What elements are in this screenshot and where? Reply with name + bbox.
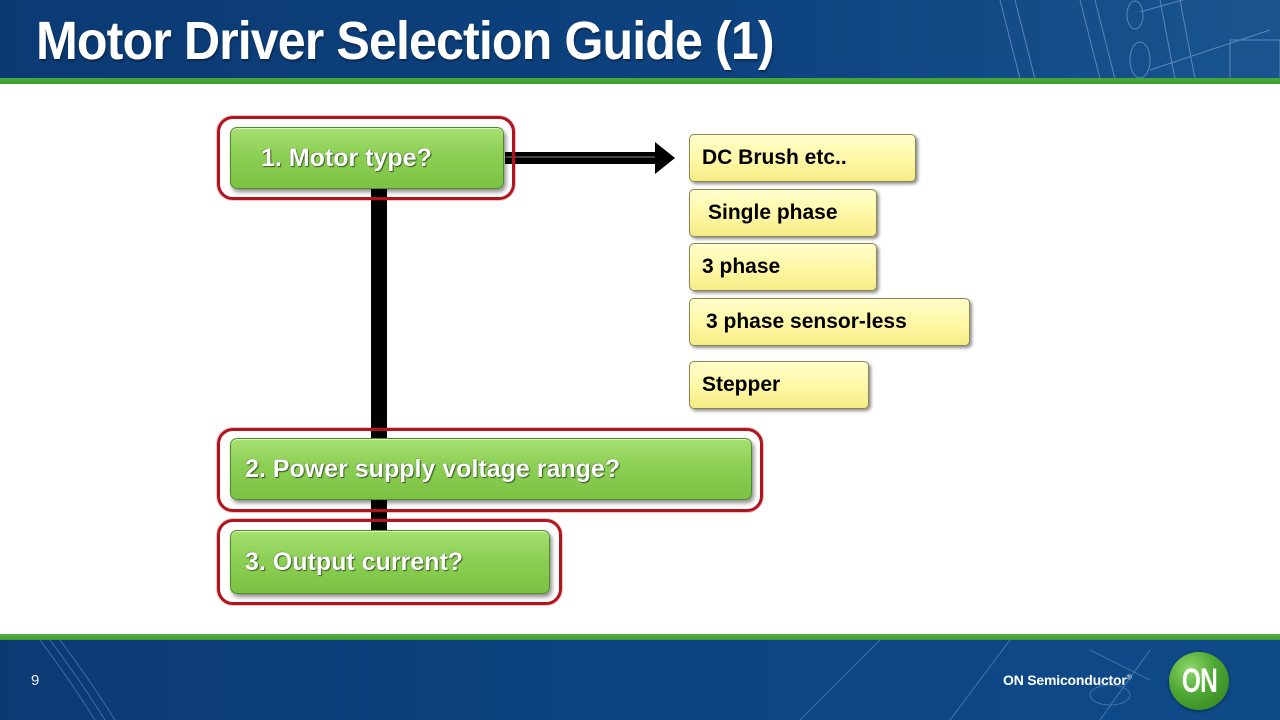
step-label: 2. Power supply voltage range?	[245, 454, 621, 483]
step-power-supply-voltage[interactable]: 2. Power supply voltage range?	[230, 438, 752, 500]
footer-divider	[0, 634, 1280, 640]
step-3-highlight	[217, 519, 562, 605]
logo-text: ON	[1181, 662, 1217, 700]
slide-header: Motor Driver Selection Guide (1)	[0, 0, 1280, 79]
option-stepper[interactable]: Stepper	[689, 361, 869, 409]
option-label: 3 phase	[702, 255, 781, 278]
step-label: 3. Output current?	[245, 547, 464, 576]
footer-motor-illustration	[39, 640, 1151, 720]
step-output-current[interactable]: 3. Output current?	[230, 530, 550, 594]
option-label: DC Brush etc..	[702, 146, 847, 169]
slide-footer: 9 ON Semiconductor® ON	[0, 640, 1280, 720]
option-label: Stepper	[702, 373, 781, 396]
step-motor-type[interactable]: 1. Motor type?	[230, 127, 504, 189]
option-single-phase[interactable]: Single phase	[689, 189, 877, 237]
page-number: 9	[31, 672, 40, 689]
step-label: 1. Motor type?	[261, 143, 432, 172]
brand-label: ON Semiconductor	[1003, 672, 1127, 688]
header-motor-illustration	[999, 0, 1280, 79]
option-label: 3 phase sensor-less	[706, 310, 907, 333]
on-semiconductor-logo-icon: ON	[1169, 652, 1229, 710]
option-dc-brush[interactable]: DC Brush etc..	[689, 134, 916, 182]
option-label: Single phase	[708, 201, 838, 224]
header-divider	[0, 78, 1280, 84]
option-3-phase[interactable]: 3 phase	[689, 243, 877, 291]
slide-title: Motor Driver Selection Guide (1)	[36, 11, 775, 71]
registered-mark: ®	[1126, 674, 1132, 682]
option-3-phase-sensorless[interactable]: 3 phase sensor-less	[689, 298, 970, 346]
brand-name: ON Semiconductor®	[1003, 672, 1132, 688]
step-2-highlight	[217, 428, 763, 512]
step-1-highlight	[217, 116, 515, 200]
right-arrow-icon	[505, 142, 675, 174]
